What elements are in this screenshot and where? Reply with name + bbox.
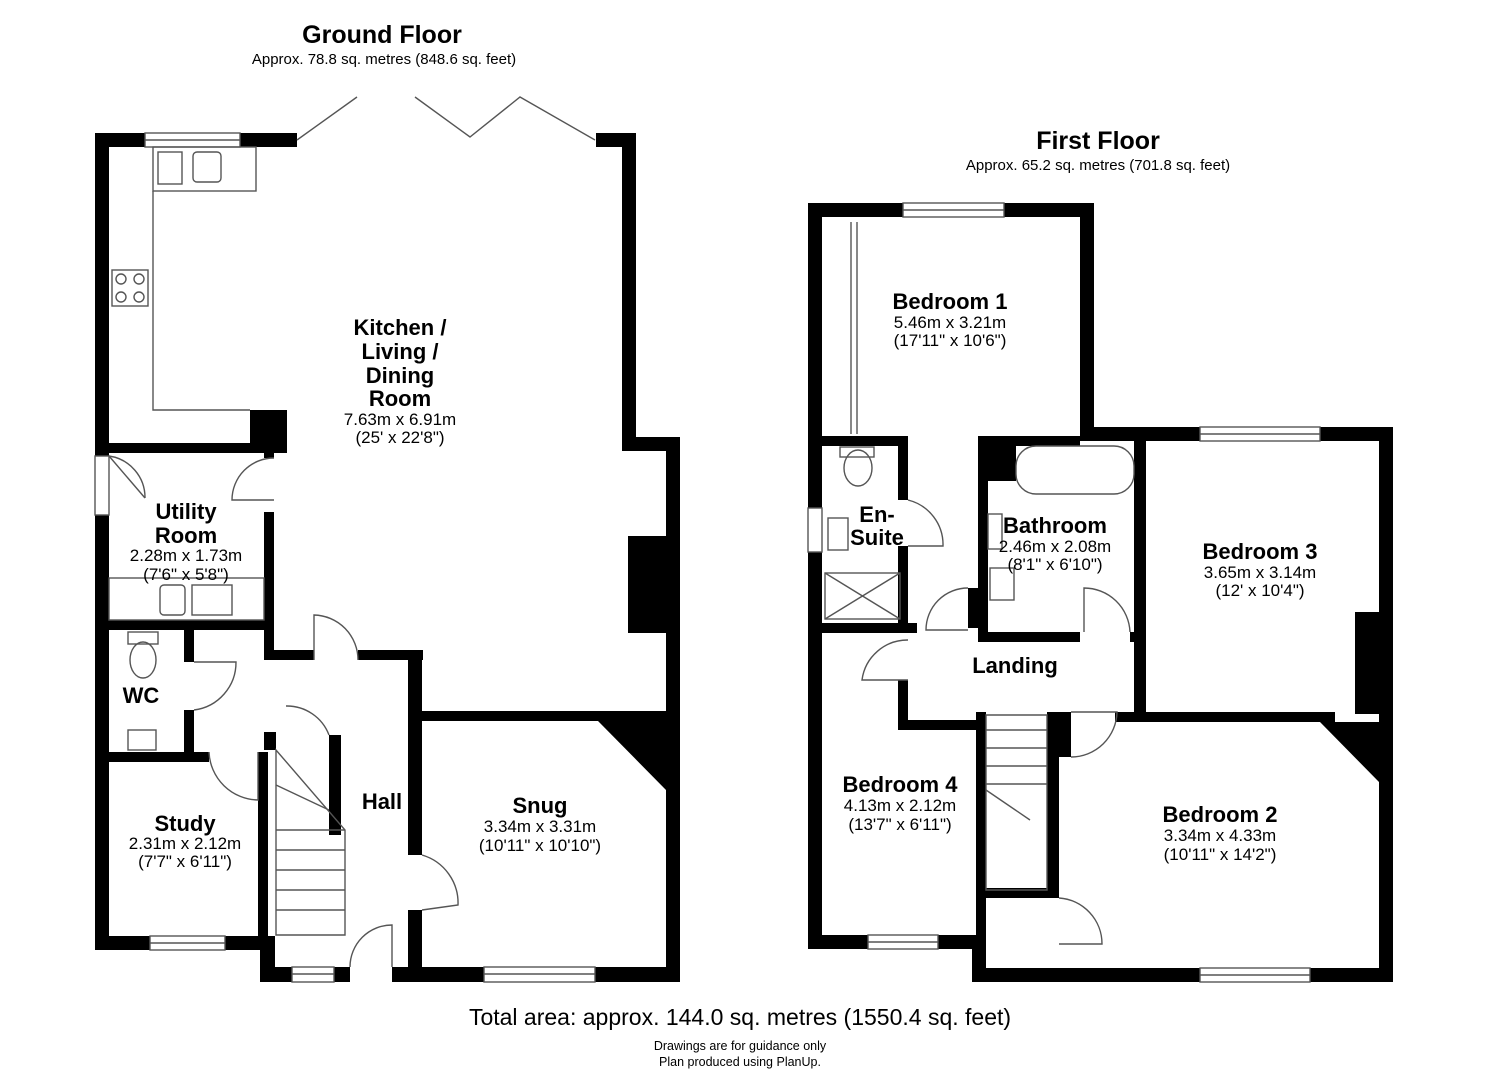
disclaimer-note: Drawings are for guidance only: [653, 1039, 827, 1053]
room-bedroom-4-label: Bedroom 4: [842, 772, 958, 797]
room-snug-imperial: (10'11" x 10'10"): [478, 836, 602, 855]
room-bedroom-1-metric: 5.46m x 3.21m: [893, 313, 1007, 332]
ground-floor-title: Ground Floor: [302, 21, 462, 49]
room-bathroom-imperial: (8'1" x 6'10"): [1007, 555, 1103, 574]
room-ensuite-label-2: Suite: [850, 525, 904, 550]
room-bedroom-1-label: Bedroom 1: [892, 289, 1008, 314]
room-kitchen-imperial: (25' x 22'8"): [355, 428, 445, 447]
room-bedroom-2-imperial: (10'11" x 14'2"): [1163, 845, 1277, 864]
room-bedroom-4-metric: 4.13m x 2.12m: [843, 796, 957, 815]
room-bedroom-2-label: Bedroom 2: [1162, 802, 1278, 827]
room-utility-imperial: (7'6" x 5'8"): [143, 565, 229, 584]
room-bathroom-label: Bathroom: [1003, 513, 1107, 538]
room-bedroom-3-label: Bedroom 3: [1202, 539, 1318, 564]
room-snug-label: Snug: [512, 793, 568, 818]
room-kitchen-label-1: Kitchen /: [353, 315, 447, 340]
room-kitchen-label-3: Dining: [365, 363, 435, 388]
room-hall-label: Hall: [361, 789, 403, 814]
room-wc-label: WC: [122, 683, 160, 708]
first-floor-title: First Floor: [1036, 127, 1160, 155]
room-landing-label: Landing: [972, 653, 1058, 678]
room-bedroom-3-metric: 3.65m x 3.14m: [1203, 563, 1317, 582]
room-kitchen-label-4: Room: [368, 386, 432, 411]
room-kitchen-metric: 7.63m x 6.91m: [343, 410, 457, 429]
total-area: Total area: approx. 144.0 sq. metres (15…: [468, 1004, 1012, 1030]
room-ensuite-label-1: En-: [859, 502, 895, 527]
room-study-metric: 2.31m x 2.12m: [128, 834, 242, 853]
room-bedroom-1-imperial: (17'11" x 10'6"): [893, 331, 1007, 350]
ground-floor-area: Approx. 78.8 sq. metres (848.6 sq. feet): [251, 51, 517, 68]
room-bathroom-metric: 2.46m x 2.08m: [998, 537, 1112, 556]
room-bedroom-2-metric: 3.34m x 4.33m: [1163, 826, 1277, 845]
room-study-label: Study: [154, 811, 216, 836]
ground-floor-walls: [95, 133, 680, 982]
room-bedroom-3-imperial: (12' x 10'4"): [1215, 581, 1305, 600]
first-floor-walls: [808, 203, 1393, 982]
windows-doors-fixtures: [94, 96, 1321, 983]
planup-credit: Plan produced using PlanUp.: [659, 1055, 821, 1069]
room-bedroom-4-imperial: (13'7" x 6'11"): [848, 815, 952, 834]
room-utility-metric: 2.28m x 1.73m: [129, 546, 243, 565]
room-kitchen-label-2: Living /: [361, 339, 439, 364]
room-study-imperial: (7'7" x 6'11"): [138, 852, 232, 871]
room-utility-label-2: Room: [154, 523, 218, 548]
first-floor-area: Approx. 65.2 sq. metres (701.8 sq. feet): [965, 157, 1231, 174]
room-snug-metric: 3.34m x 3.31m: [483, 817, 597, 836]
room-utility-label-1: Utility: [155, 499, 217, 524]
